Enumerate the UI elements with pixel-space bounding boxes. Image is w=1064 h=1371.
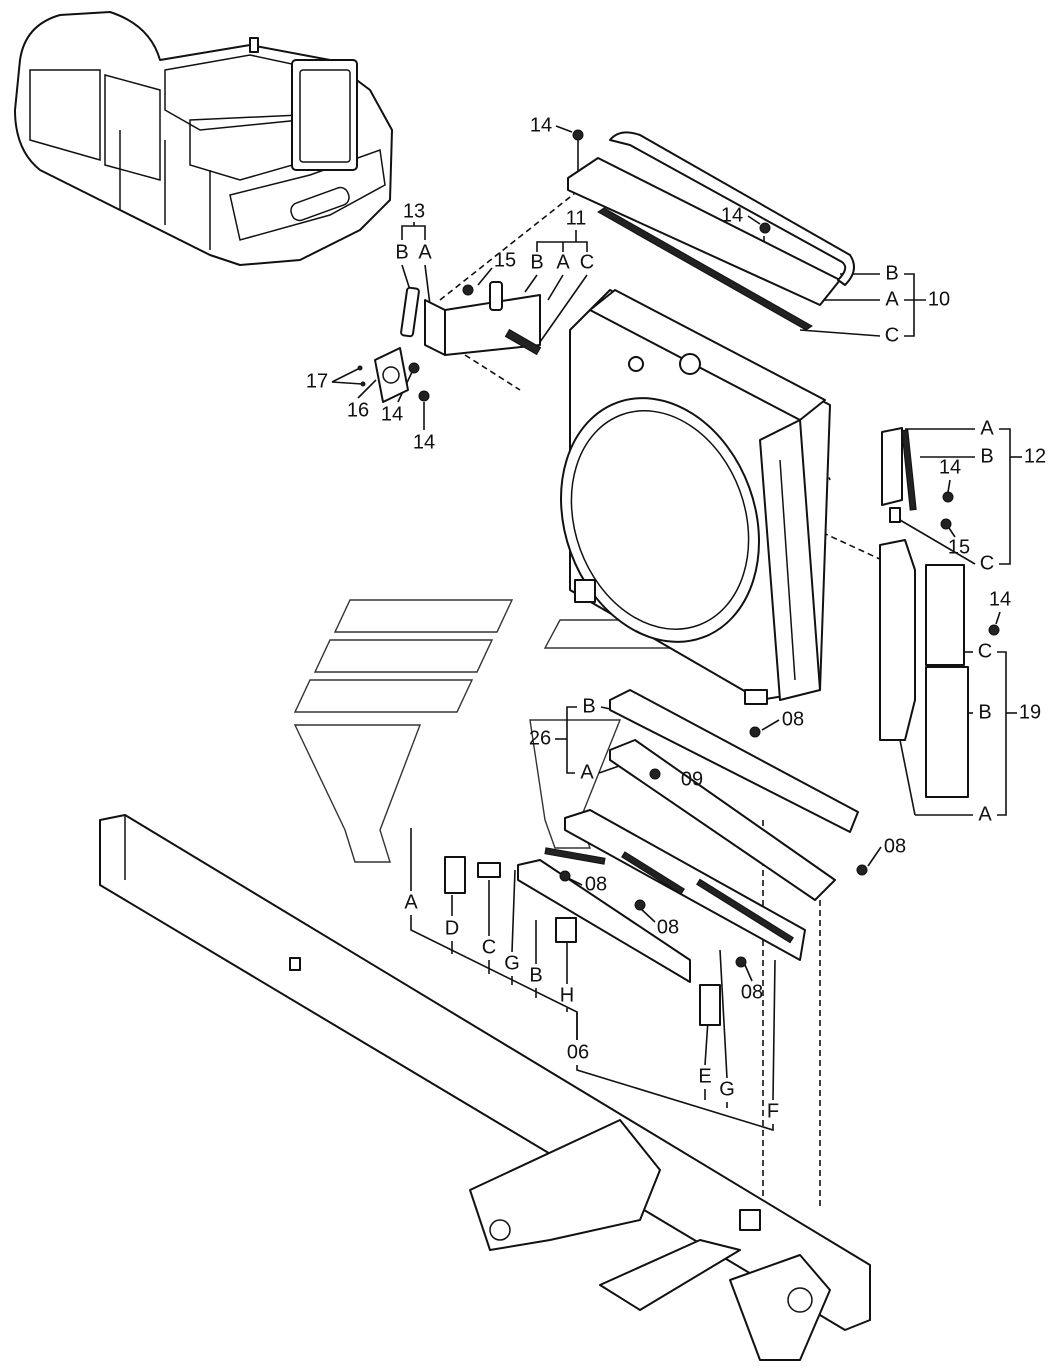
callout-label-c10: 10 xyxy=(928,288,950,310)
callout-label-c06c: C xyxy=(482,936,496,958)
callout-label-c10a: A xyxy=(885,288,899,310)
right-panel-group xyxy=(879,427,1000,798)
callout-label-c06e: E xyxy=(698,1065,711,1087)
callout-label-c13b: B xyxy=(395,241,408,263)
callout-label-c15b: 15 xyxy=(948,536,970,558)
callout-label-c08d: 08 xyxy=(657,916,679,938)
callout-label-c08e: 08 xyxy=(741,981,763,1003)
lower-frame-plates xyxy=(444,689,868,1026)
callout-label-c13: 13 xyxy=(403,200,425,222)
callout-label-c26a: A xyxy=(580,761,594,783)
callout-label-c08c: 08 xyxy=(585,873,607,895)
callout-label-c15a: 15 xyxy=(494,249,516,271)
callout-label-c19a: A xyxy=(978,803,992,825)
callout-label-c12: 12 xyxy=(1024,445,1046,467)
callout-label-c12c: C xyxy=(980,552,994,574)
frame-beam xyxy=(99,814,871,1361)
callout-label-c19: 19 xyxy=(1019,701,1041,723)
callout-label-c11c: C xyxy=(580,251,594,273)
callout-label-c26b: B xyxy=(582,695,595,717)
callout-label-c06g: G xyxy=(504,952,520,974)
left-bracket-group xyxy=(357,281,542,403)
callout-label-c14d: 14 xyxy=(413,431,435,453)
radiator-assembly xyxy=(560,289,831,705)
callout-label-c12b: B xyxy=(980,445,993,467)
callout-label-c17: 17 xyxy=(306,370,328,392)
callout-label-c10c: C xyxy=(885,324,899,346)
callout-label-c08b: 08 xyxy=(884,835,906,857)
callout-label-c14a: 14 xyxy=(530,114,552,136)
callout-label-c10b: B xyxy=(885,262,898,284)
callout-label-c11b: B xyxy=(530,251,543,273)
callout-label-c06: 06 xyxy=(567,1041,589,1063)
callout-label-c14f: 14 xyxy=(989,588,1011,610)
callout-label-c06g2: G xyxy=(719,1078,735,1100)
callout-label-c14c: 14 xyxy=(381,403,403,425)
callout-label-c19c: C xyxy=(978,640,992,662)
callout-label-c19b: B xyxy=(978,701,991,723)
callout-label-c14e: 14 xyxy=(939,456,961,478)
callout-label-c13a: A xyxy=(418,241,432,263)
callout-label-c14b: 14 xyxy=(721,204,743,226)
callout-label-c12a: A xyxy=(980,417,994,439)
callout-label-c06h: H xyxy=(560,984,574,1006)
top-cover-plate xyxy=(567,129,855,331)
callout-label-c26: 26 xyxy=(529,727,551,749)
callout-label-c09: 09 xyxy=(681,768,703,790)
callout-label-c06a: A xyxy=(404,891,418,913)
callout-label-c06b: B xyxy=(529,964,542,986)
callout-label-c06f: F xyxy=(767,1100,779,1122)
callout-label-c16: 16 xyxy=(347,399,369,421)
callout-label-c11a: A xyxy=(556,251,570,273)
excavator-overview xyxy=(14,11,393,266)
callout-label-c11: 11 xyxy=(566,207,587,229)
leader-lines xyxy=(331,125,1022,1210)
callout-label-c06d: D xyxy=(445,917,459,939)
callout-label-c08a: 08 xyxy=(782,708,804,730)
